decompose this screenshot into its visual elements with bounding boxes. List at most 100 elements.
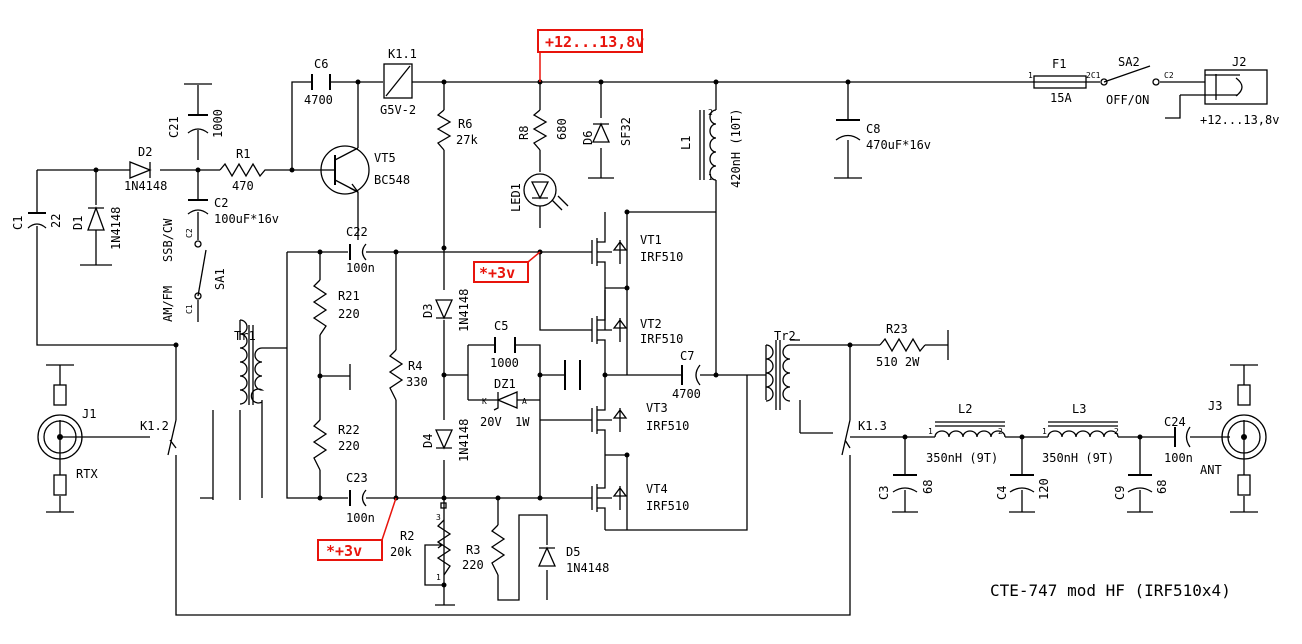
label-sa1-am: AM/FM <box>161 286 175 322</box>
diode-d4 <box>434 429 454 450</box>
label-d1: D1 <box>71 216 85 230</box>
label-r2-pin1: 1 <box>436 573 441 582</box>
resistor-r23 <box>879 337 926 353</box>
label-sa1-pin-c2: C2 <box>185 228 194 238</box>
component-labels: C21 1000 C6 4700 K1.1 G5V-2 R1 470 D2 1N… <box>11 47 1279 582</box>
capacitor-c24 <box>1174 426 1191 448</box>
mosfet-vt4 <box>583 480 628 530</box>
label-d3: D3 <box>421 304 435 318</box>
bias-voltage-label-bottom: *+3v <box>326 542 362 560</box>
label-d3-value: 1N4148 <box>457 289 471 332</box>
capacitor-c4 <box>1009 474 1035 493</box>
label-vt4-value: IRF510 <box>646 499 689 513</box>
label-tr2: Tr2 <box>774 329 796 343</box>
label-j3: J3 <box>1208 399 1222 413</box>
label-c24-value: 100n <box>1164 451 1193 465</box>
label-sa1-ssb: SSB/CW <box>161 218 175 262</box>
label-d6: D6 <box>581 131 595 145</box>
label-r8-value: 680 <box>555 118 569 140</box>
label-d1-value: 1N4148 <box>109 207 123 250</box>
label-c22-value: 100n <box>346 261 375 275</box>
label-c1: C1 <box>11 216 25 230</box>
capacitor-c8 <box>835 119 861 141</box>
label-k12: K1.2 <box>140 419 169 433</box>
label-l3-pin2: 2 <box>1114 427 1119 436</box>
label-d2-value: 1N4148 <box>124 179 167 193</box>
label-vt3: VT3 <box>646 401 668 415</box>
potentiometer-r2 <box>435 502 452 576</box>
bias-voltage-label-top: *+3v <box>479 264 515 282</box>
label-c22: C22 <box>346 225 368 239</box>
resistor-r21 <box>312 279 328 336</box>
label-d5-value: 1N4148 <box>566 561 609 575</box>
label-r6-value: 27k <box>456 133 478 147</box>
label-vt5: VT5 <box>374 151 396 165</box>
label-l1-pin1: 1 <box>708 173 713 182</box>
switch-sa2 <box>1100 65 1160 86</box>
transformer-tr2 <box>765 340 791 410</box>
label-f1-pin1: 1 <box>1028 71 1033 80</box>
label-c8-value: 470uF*16v <box>866 138 931 152</box>
label-r8: R8 <box>517 126 531 140</box>
label-c9-value: 68 <box>1155 480 1169 494</box>
diagram-title: CTE-747 mod HF (IRF510x4) <box>990 581 1231 600</box>
label-k13: K1.3 <box>858 419 887 433</box>
label-r21: R21 <box>338 289 360 303</box>
diode-d3 <box>434 299 454 320</box>
resistor-r6 <box>436 109 452 151</box>
inductor-l3 <box>1047 421 1119 438</box>
label-r6: R6 <box>458 117 472 131</box>
relay-contact-k13 <box>841 419 851 456</box>
capacitor-c9 <box>1127 474 1153 493</box>
label-c3-value: 68 <box>921 480 935 494</box>
label-c2-value: 100uF*16v <box>214 212 279 226</box>
label-l2: L2 <box>958 402 972 416</box>
label-r1-value: 470 <box>232 179 254 193</box>
label-sa2: SA2 <box>1118 55 1140 69</box>
label-vt3-value: IRF510 <box>646 419 689 433</box>
label-sa1: SA1 <box>213 268 227 290</box>
label-r21-value: 220 <box>338 307 360 321</box>
resistor-r8 <box>532 109 548 151</box>
label-vt5-value: BC548 <box>374 173 410 187</box>
supply-annotation: +12...13,8v <box>537 29 644 82</box>
label-f1-value: 15A <box>1050 91 1072 105</box>
label-l2-pin1: 1 <box>928 427 933 436</box>
transformer-tr1 <box>239 319 265 405</box>
resistor-r3 <box>490 524 506 576</box>
zener-dz1 <box>493 391 518 411</box>
label-rtx: RTX <box>76 467 98 481</box>
label-vt1: VT1 <box>640 233 662 247</box>
label-sa1-pin-c1: C1 <box>185 304 194 314</box>
label-l2-value: 350nH (9T) <box>926 451 998 465</box>
label-c21: C21 <box>167 116 181 138</box>
capacitor-c3 <box>892 474 918 493</box>
label-d5: D5 <box>566 545 580 559</box>
label-l3-value: 350nH (9T) <box>1042 451 1114 465</box>
label-c4-value: 120 <box>1037 478 1051 500</box>
label-r2-value: 20k <box>390 545 412 559</box>
label-vt1-value: IRF510 <box>640 250 683 264</box>
label-ant: ANT <box>1200 463 1222 477</box>
label-d2: D2 <box>138 145 152 159</box>
label-l3-pin1: 1 <box>1042 427 1047 436</box>
relay-k11 <box>383 63 413 99</box>
resistor-r1 <box>219 162 270 178</box>
label-j1: J1 <box>82 407 96 421</box>
coax-connector-j1 <box>37 384 83 496</box>
capacitor-c1 <box>27 212 47 229</box>
mosfet-vt1 <box>583 212 628 290</box>
label-j2-value: +12...13,8v <box>1200 113 1279 127</box>
label-l1-pin2: 2 <box>708 108 713 117</box>
label-d6-value: SF32 <box>619 117 633 146</box>
label-d4: D4 <box>421 434 435 448</box>
junction-dots <box>93 79 1143 588</box>
label-k11: K1.1 <box>388 47 417 61</box>
label-c2: C2 <box>214 196 228 210</box>
resistor-r22 <box>312 419 328 471</box>
transistor-vt5 <box>320 145 370 195</box>
label-l3: L3 <box>1072 402 1086 416</box>
capacitor-c6 <box>311 74 331 90</box>
label-c6-value: 4700 <box>304 93 333 107</box>
